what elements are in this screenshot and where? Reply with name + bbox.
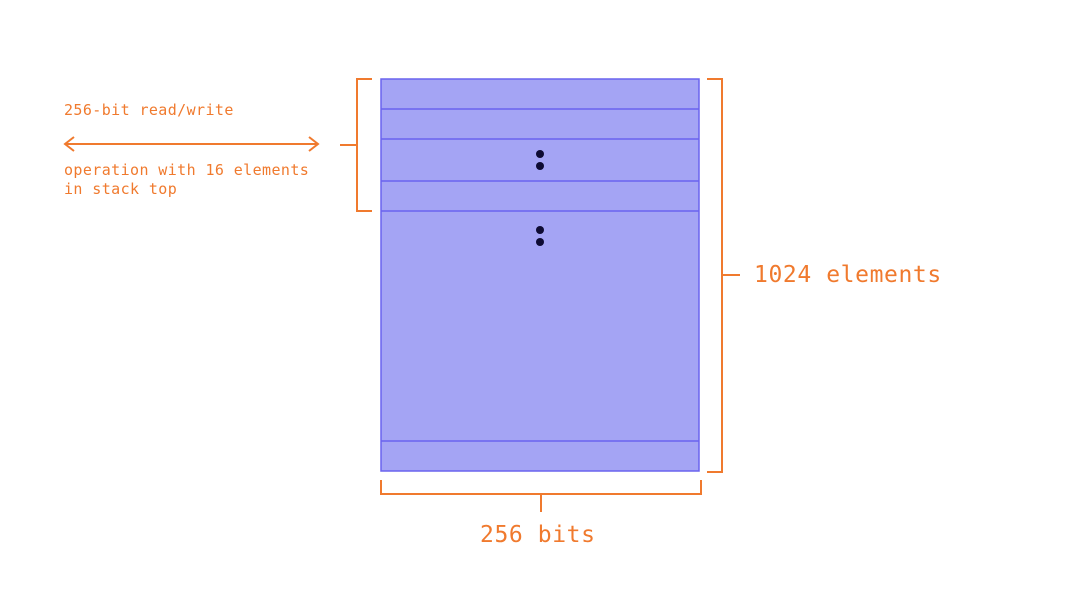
stack-top-bracket [340, 78, 372, 212]
read-write-title: 256-bit read/write [64, 101, 234, 119]
read-write-description-line-1: operation with 16 elements [64, 161, 310, 179]
read-write-description-line-2: in stack top [64, 180, 178, 198]
width-label: 256 bits [480, 522, 596, 548]
width-bracket [380, 480, 702, 512]
ellipsis-top-icon [536, 150, 544, 170]
height-label: 1024 elements [754, 262, 942, 288]
read-write-arrow-icon [63, 136, 320, 152]
stack-body [380, 78, 700, 472]
height-bracket [707, 78, 740, 473]
ellipsis-middle-icon [536, 226, 544, 246]
